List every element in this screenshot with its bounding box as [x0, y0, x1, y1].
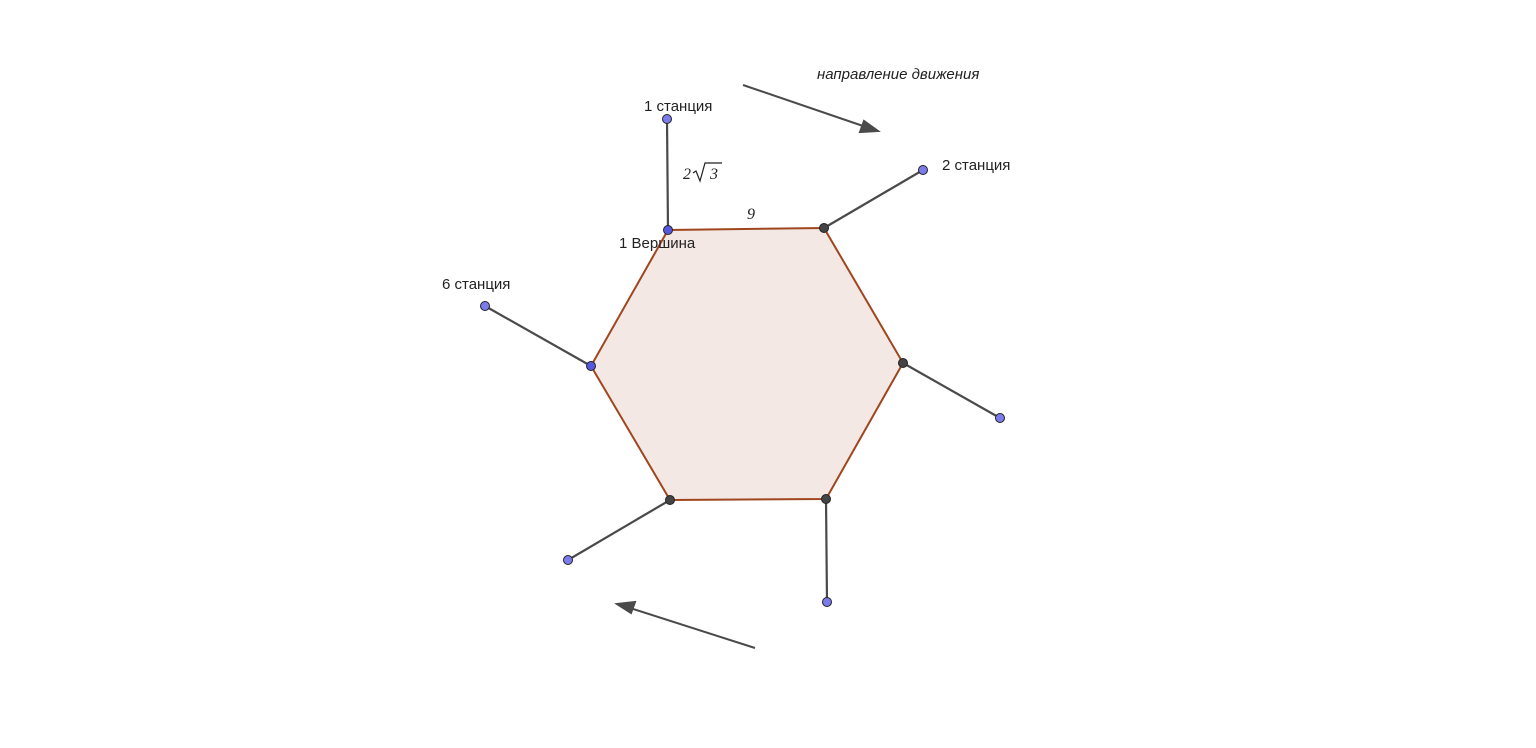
vertex-3-point[interactable]	[898, 358, 908, 368]
hexagon	[589, 226, 905, 502]
arrowhead-icon	[614, 600, 637, 615]
station-6-point[interactable]	[480, 301, 490, 311]
vertex-2-point[interactable]	[819, 223, 829, 233]
direction-label: направление движения	[817, 66, 979, 83]
vertex-1-point[interactable]	[663, 225, 673, 235]
spoke-length-radicand: 3	[709, 166, 718, 183]
arrow-icon	[742, 84, 867, 128]
spoke-6	[483, 304, 593, 368]
arrowhead-icon	[858, 119, 881, 134]
arrow-icon	[629, 607, 756, 649]
station-1-label: 1 станция	[644, 98, 712, 115]
station-2-point[interactable]	[918, 165, 928, 175]
spoke-3	[901, 361, 1002, 420]
spoke-length-coefficient: 2	[683, 166, 691, 183]
sqrt-icon	[692, 162, 722, 183]
station-3-point[interactable]	[995, 413, 1005, 423]
spoke-1	[665, 117, 670, 232]
spoke-5	[566, 498, 672, 562]
spoke-4	[824, 497, 829, 604]
spoke-2	[822, 168, 925, 230]
side-length-label: 9	[747, 206, 755, 223]
vertex-4-point[interactable]	[821, 494, 831, 504]
vertex-points	[586, 223, 908, 505]
vertex-6-point[interactable]	[586, 361, 596, 371]
direction-arrows	[614, 84, 881, 649]
station-5-point[interactable]	[563, 555, 573, 565]
vertex-1-label: 1 Вершина	[619, 235, 696, 252]
station-6-label: 6 станция	[442, 276, 510, 293]
vertex-5-point[interactable]	[665, 495, 675, 505]
station-2-label: 2 станция	[942, 157, 1010, 174]
station-points	[480, 114, 1005, 607]
spoke-length-label: 2 3	[683, 162, 722, 183]
spokes	[483, 117, 1002, 604]
station-4-point[interactable]	[822, 597, 832, 607]
station-1-point[interactable]	[662, 114, 672, 124]
